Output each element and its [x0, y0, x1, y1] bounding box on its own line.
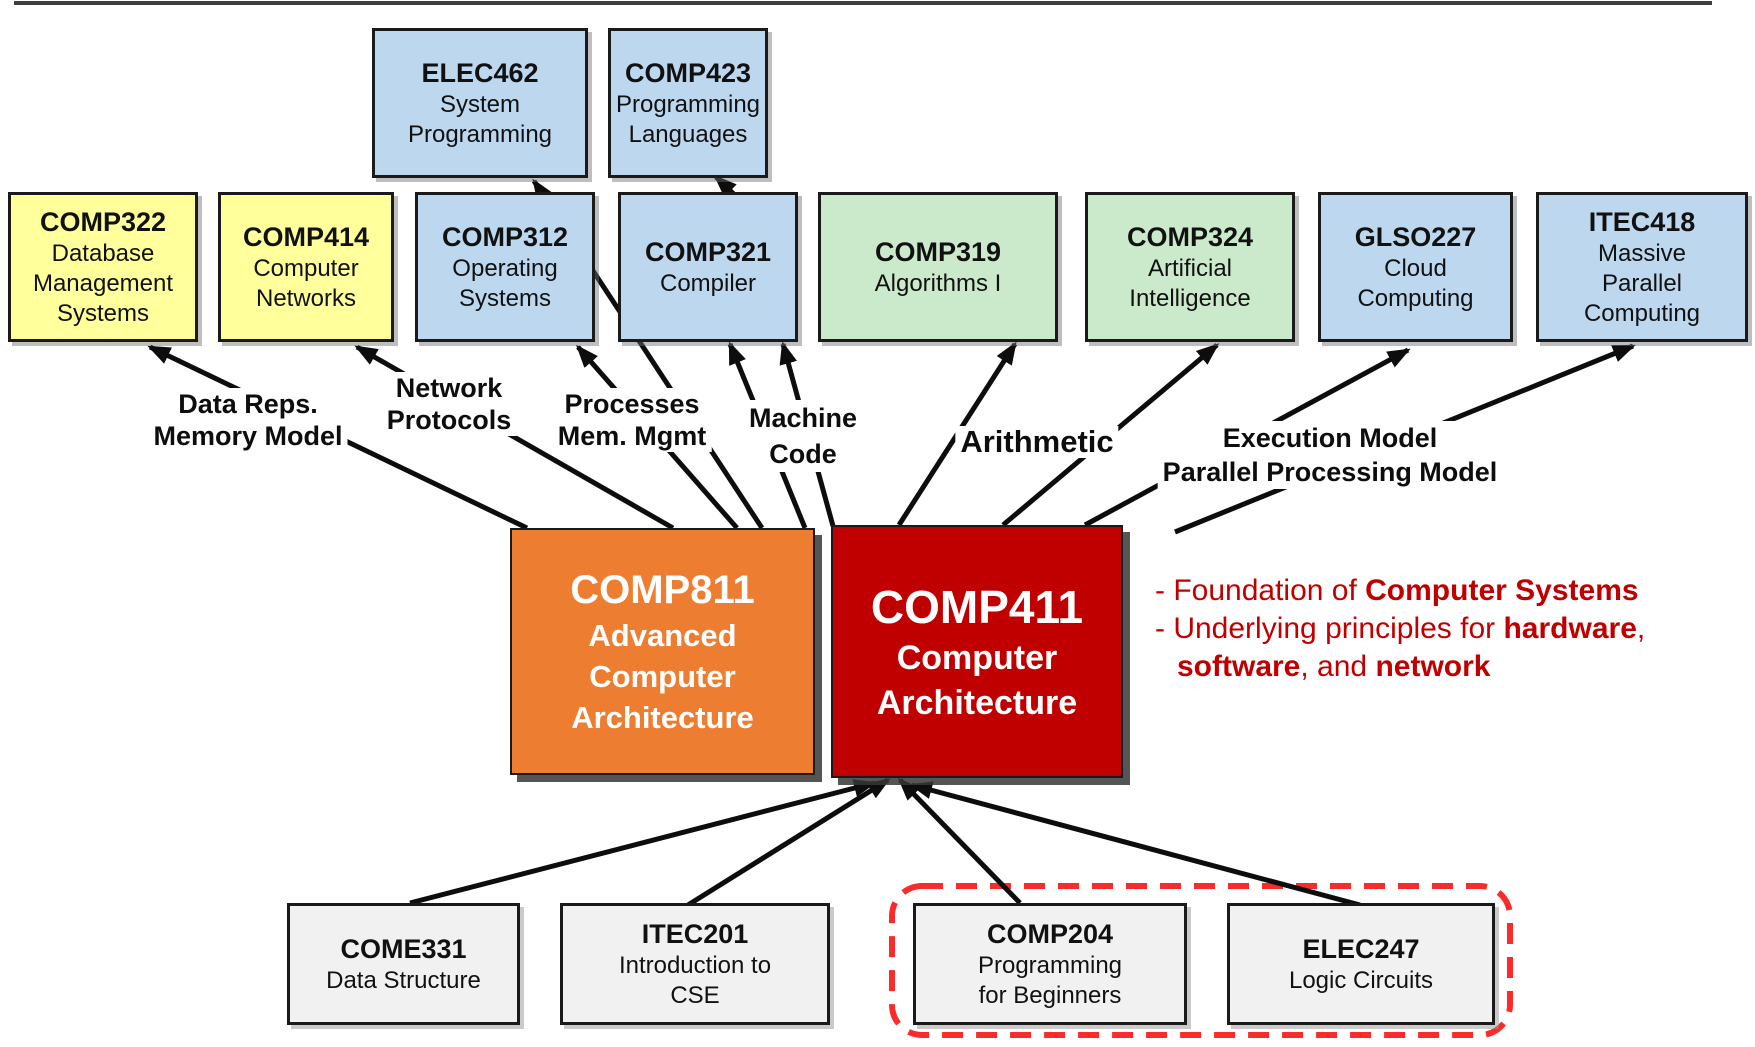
- course-title-line: Programming: [977, 951, 1123, 979]
- course-title-line: Management: [32, 269, 174, 297]
- course-title-line: Computer: [896, 638, 1058, 677]
- edge-label-line: Data Reps.: [178, 389, 318, 419]
- edge-label-line: Processes: [564, 389, 700, 419]
- course-code-comp811: COMP811: [570, 568, 755, 612]
- annotation-line: - Foundation of Computer Systems: [1155, 574, 1639, 607]
- edge-label-line: Parallel Processing Model: [1162, 457, 1498, 487]
- course-code-elec462: ELEC462: [421, 57, 539, 88]
- course-title-line: for Beginners: [978, 981, 1122, 1009]
- course-title-line: Compiler: [659, 269, 757, 297]
- course-title-line: Architecture: [876, 683, 1078, 722]
- edge-label-line: Code: [769, 439, 837, 469]
- course-code-comp312: COMP312: [441, 221, 569, 252]
- course-code-comp204: COMP204: [986, 918, 1114, 949]
- course-title-line: Operating: [452, 254, 558, 282]
- arrow-elec247-to-comp411: [909, 781, 1361, 908]
- annotation-text: - Foundation of Computer Systems - Underl…: [1155, 572, 1645, 686]
- course-title-line: Networks: [255, 284, 357, 312]
- annotation-line: software, and network: [1177, 650, 1491, 683]
- edge-label-line: Network: [395, 373, 503, 403]
- course-title-line: Introduction to: [618, 951, 772, 979]
- course-code-itec201: ITEC201: [641, 918, 749, 949]
- course-code-come331: COME331: [340, 933, 467, 964]
- edge-label-line: Execution Model: [1222, 423, 1438, 453]
- course-title-line: Algorithms I: [874, 269, 1002, 297]
- course-title-line: Data Structure: [326, 966, 481, 994]
- course-code-itec418: ITEC418: [1588, 206, 1696, 237]
- course-title-line: Systems: [56, 299, 149, 327]
- prerequisite-group-dashed-box: [889, 883, 1513, 1038]
- course-code-comp324: COMP324: [1126, 221, 1254, 252]
- edge-label-line: Memory Model: [153, 421, 343, 451]
- arrow-itec201-to-comp411: [686, 777, 891, 908]
- edge-label-line: Machine: [748, 403, 858, 433]
- course-title-line: Cloud: [1384, 254, 1447, 282]
- course-title-line: Advanced: [588, 618, 737, 653]
- label-arithmetic: Arithmetic: [955, 424, 1119, 459]
- course-title-line: Computer: [589, 659, 736, 694]
- course-title-line: Massive: [1597, 239, 1687, 267]
- course-title-line: Database: [51, 239, 155, 267]
- course-title-line: Programming: [615, 90, 761, 118]
- edge-label-line: Mem. Mgmt: [557, 421, 707, 451]
- course-title-line: Computing: [1357, 284, 1474, 312]
- course-title-line: Systems: [458, 284, 551, 312]
- course-title-line: Artificial: [1147, 254, 1232, 282]
- course-code-comp322: COMP322: [39, 206, 167, 237]
- course-code-comp411: COMP411: [870, 580, 1084, 633]
- course-code-comp414: COMP414: [242, 221, 370, 252]
- course-title-line: CSE: [670, 981, 720, 1009]
- course-code-comp319: COMP319: [874, 236, 1002, 267]
- course-title-line: Languages: [628, 120, 748, 148]
- course-code-elec247: ELEC247: [1302, 933, 1420, 964]
- course-code-comp423: COMP423: [624, 57, 752, 88]
- arrow-come331-to-comp411: [409, 779, 877, 906]
- course-title-line: Computing: [1583, 299, 1701, 327]
- course-title-line: Intelligence: [1129, 284, 1251, 312]
- edge-label-line: Protocols: [386, 405, 512, 435]
- course-title-line: Computer: [253, 254, 359, 282]
- label-data-reps: Data Reps.Memory Model: [148, 388, 348, 452]
- annotation-line: - Underlying principles for hardware,: [1155, 612, 1646, 645]
- edge-label-line: Arithmetic: [960, 424, 1114, 459]
- arrow-comp204-to-comp411: [897, 777, 1022, 905]
- course-title-line: System: [439, 90, 520, 118]
- course-title-line: Logic Circuits: [1288, 966, 1434, 994]
- course-code-comp321: COMP321: [644, 236, 772, 267]
- top-rule: [14, 1, 1712, 5]
- course-title-line: Architecture: [571, 700, 754, 735]
- course-title-line: Programming: [407, 120, 553, 148]
- course-code-glso227: GLSO227: [1354, 221, 1477, 252]
- course-title-line: Parallel: [1601, 269, 1683, 297]
